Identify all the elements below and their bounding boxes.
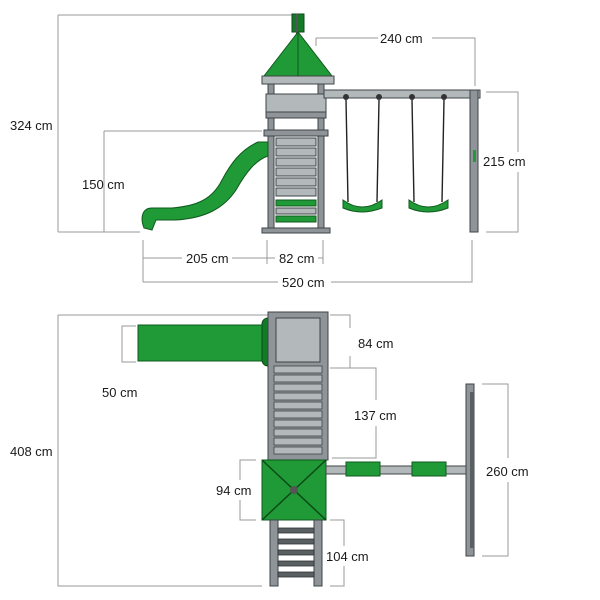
swing-frame-top (325, 383, 475, 557)
leg-bracket (473, 150, 476, 162)
roof-peak (290, 486, 298, 494)
swing-hook-3 (409, 94, 415, 100)
swing-seat-2 (408, 199, 449, 213)
swing-frame-side (323, 89, 481, 233)
dim-label-150: 150 cm (82, 177, 125, 192)
tower-side (261, 13, 335, 234)
dim-label-137: 137 cm (354, 408, 397, 423)
dim-label-520: 520 cm (282, 275, 325, 290)
swing-rope-2a (411, 99, 415, 203)
dim-label-50: 50 cm (102, 385, 137, 400)
dim-line-240 (315, 37, 476, 86)
swing-hook-2 (376, 94, 382, 100)
dim-label-215: 215 cm (483, 154, 526, 169)
tower-upper-rail (265, 93, 327, 113)
dim-line-205-82 (142, 240, 324, 282)
dim-label-240: 240 cm (380, 31, 423, 46)
climbing-wall (275, 137, 317, 223)
swing-seat-top-2 (411, 461, 447, 477)
roof-eave (261, 75, 335, 85)
dim-line-84-137 (330, 314, 377, 459)
side-view: 324 cm 150 cm 240 cm 215 cm 205 cm 82 cm… (10, 13, 526, 290)
dim-label-205: 205 cm (186, 251, 229, 266)
dim-line-150 (103, 130, 262, 232)
swing-a-frame-inner (470, 392, 474, 548)
dim-line-94 (239, 459, 256, 521)
tower-deck (263, 129, 329, 137)
tower-beam (265, 111, 327, 119)
dim-label-260: 260 cm (486, 464, 529, 479)
tower-top (261, 311, 329, 587)
dim-label-84: 84 cm (358, 336, 393, 351)
top-view: 408 cm 50 cm 84 cm 137 cm 94 cm 104 cm 2… (10, 311, 529, 587)
swing-hook-4 (441, 94, 447, 100)
swing-beam (323, 89, 481, 99)
dim-line-324 (57, 14, 300, 233)
dim-label-104: 104 cm (326, 549, 369, 564)
dim-line-104 (330, 519, 345, 587)
flag-pole (296, 14, 298, 48)
slide-side (141, 141, 269, 231)
swing-seat-1 (342, 199, 383, 213)
swing-rope-1a (345, 99, 349, 203)
swing-rope-1b (376, 99, 380, 203)
ramp-slats (273, 365, 323, 455)
swing-rope-2b (441, 99, 445, 203)
dim-line-50 (121, 325, 136, 363)
swing-seat-top-1 (345, 461, 381, 477)
dim-label-94: 94 cm (216, 483, 251, 498)
tower-base (261, 227, 331, 234)
dim-label-324: 324 cm (10, 118, 53, 133)
dim-line-260 (482, 383, 509, 557)
ladder-rail-left (269, 519, 279, 587)
dim-line-520 (143, 240, 473, 283)
ladder-rail-right (313, 519, 323, 587)
dim-label-408: 408 cm (10, 444, 53, 459)
dim-label-82: 82 cm (279, 251, 314, 266)
ladder-rungs (277, 527, 315, 578)
dim-line-215 (486, 91, 519, 233)
tower-deck-top (275, 317, 321, 363)
swing-hook-1 (343, 94, 349, 100)
slide-top (137, 324, 269, 362)
dim-line-408 (57, 314, 268, 587)
